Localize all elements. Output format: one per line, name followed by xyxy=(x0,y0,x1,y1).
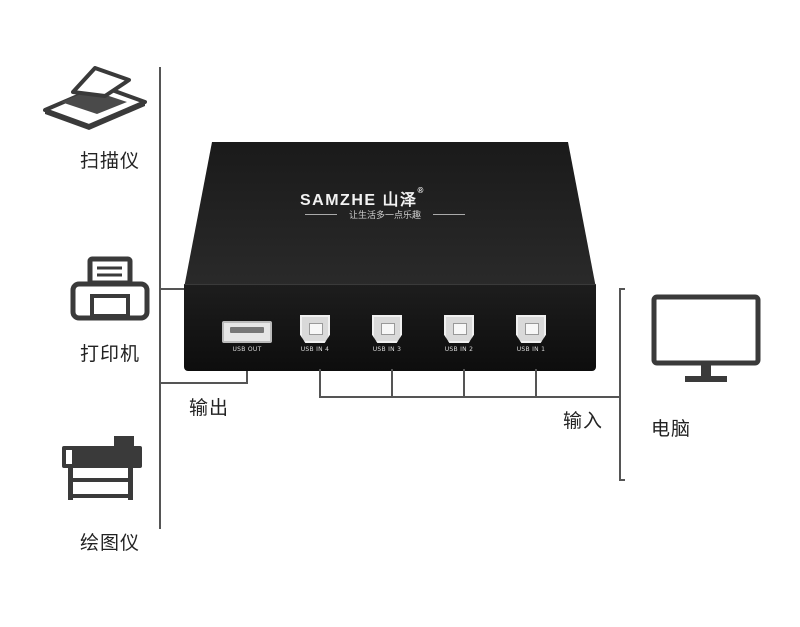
registered-mark: ® xyxy=(417,186,425,195)
input-drop-4 xyxy=(319,369,321,398)
usb-in-4-label: USB IN 4 xyxy=(300,346,330,353)
right-bracket-line xyxy=(619,288,621,481)
output-connector-line xyxy=(159,382,248,384)
usb-in-4-port xyxy=(300,315,330,343)
switch-device-body xyxy=(184,142,596,288)
scanner-icon xyxy=(43,66,147,130)
scanner-label: 扫描仪 xyxy=(80,150,141,172)
output-connector-drop xyxy=(246,369,248,384)
input-bus-line xyxy=(319,396,619,398)
right-bracket-top-tick xyxy=(619,288,625,290)
printer-icon xyxy=(70,256,150,322)
input-label: 输入 xyxy=(563,410,604,432)
brand-name: SAMZHE 山泽 xyxy=(300,192,418,209)
brand-logo: SAMZHE 山泽® xyxy=(300,186,470,210)
usb-out-port xyxy=(222,321,272,343)
plotter-label: 绘图仪 xyxy=(80,532,141,554)
printer-label: 打印机 xyxy=(80,343,141,365)
usb-in-1-label: USB IN 1 xyxy=(516,346,546,353)
input-drop-2 xyxy=(463,369,465,398)
output-label: 输出 xyxy=(189,397,230,419)
usb-in-2-port xyxy=(444,315,474,343)
usb-out-label: USB OUT xyxy=(232,346,262,353)
right-bracket-bottom-tick xyxy=(619,479,625,481)
monitor-icon xyxy=(651,294,761,388)
brand-slogan: 让生活多一点乐趣 xyxy=(305,208,465,221)
plotter-icon xyxy=(58,432,148,504)
left-bracket-tick xyxy=(159,288,184,290)
computer-label: 电脑 xyxy=(651,418,692,440)
input-drop-3 xyxy=(391,369,393,398)
usb-in-3-label: USB IN 3 xyxy=(372,346,402,353)
usb-in-1-port xyxy=(516,315,546,343)
usb-in-2-label: USB IN 2 xyxy=(444,346,474,353)
usb-in-3-port xyxy=(372,315,402,343)
left-bracket-line xyxy=(159,67,161,529)
input-drop-1 xyxy=(535,369,537,398)
